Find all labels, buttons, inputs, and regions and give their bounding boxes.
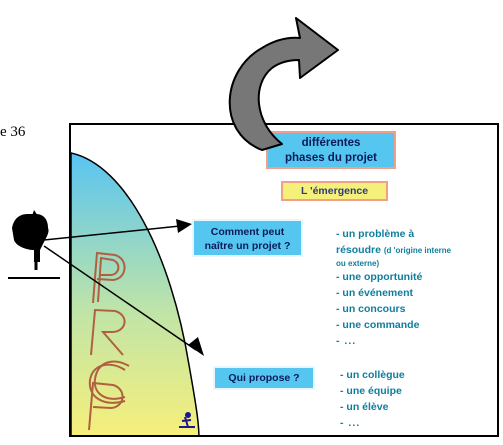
list-item: - un élève xyxy=(340,401,389,413)
arrow-head-1 xyxy=(176,219,192,233)
list-item: - ... xyxy=(340,417,361,429)
letter-c xyxy=(88,363,126,404)
small-runner-icon xyxy=(179,412,195,428)
arrow-line-2 xyxy=(43,245,197,351)
list-item: - un événement xyxy=(336,287,414,299)
arrow-line-1 xyxy=(43,225,181,241)
page-number-label: e 36 xyxy=(0,124,26,140)
question-box-1: Comment peut naître un projet ? xyxy=(192,219,303,257)
list-item: - un collègue xyxy=(340,369,405,381)
list-item-note-2: ou externe) xyxy=(336,259,380,268)
list-item: - une commande xyxy=(336,319,420,331)
slide-title-line1: différentes xyxy=(301,137,361,149)
list-item-wrap: résoudre (d 'origine interne xyxy=(336,242,451,258)
list-item: - une opportunité xyxy=(336,271,423,283)
arrow-head-2 xyxy=(188,337,204,356)
question-1-line2: naître un projet ? xyxy=(204,240,291,252)
letter-p-top-inner xyxy=(97,256,120,303)
list-item: - une équipe xyxy=(340,385,402,397)
letter-p-top xyxy=(92,251,126,304)
origin-list: - un problème à résoudre (d 'origine int… xyxy=(336,226,451,349)
proposer-list: - un collègue - une équipe - un élève - … xyxy=(340,367,405,431)
slide-panel: différentes phases du projet L 'émergenc… xyxy=(69,123,499,437)
side-letters-group xyxy=(88,251,130,431)
list-item: - un concours xyxy=(336,303,406,315)
letter-p-bottom xyxy=(88,381,124,431)
letter-r xyxy=(90,308,126,356)
question-box-2: Qui propose ? xyxy=(213,366,315,390)
curved-arrow-icon xyxy=(228,17,339,151)
letter-c-inner xyxy=(93,360,130,400)
list-item-text: résoudre xyxy=(336,244,384,256)
list-item: - un problème à xyxy=(336,228,415,240)
slide-background xyxy=(71,152,200,435)
question-1-line1: Comment peut xyxy=(210,226,285,238)
slide-title-box: différentes phases du projet xyxy=(266,131,396,169)
slide-title-line2: phases du projet xyxy=(284,152,378,164)
pointing-hand-icon xyxy=(8,210,60,279)
list-item-note: (d 'origine interne xyxy=(383,246,452,255)
emergence-label: L 'émergence xyxy=(281,181,388,201)
list-item: - ... xyxy=(336,335,357,347)
